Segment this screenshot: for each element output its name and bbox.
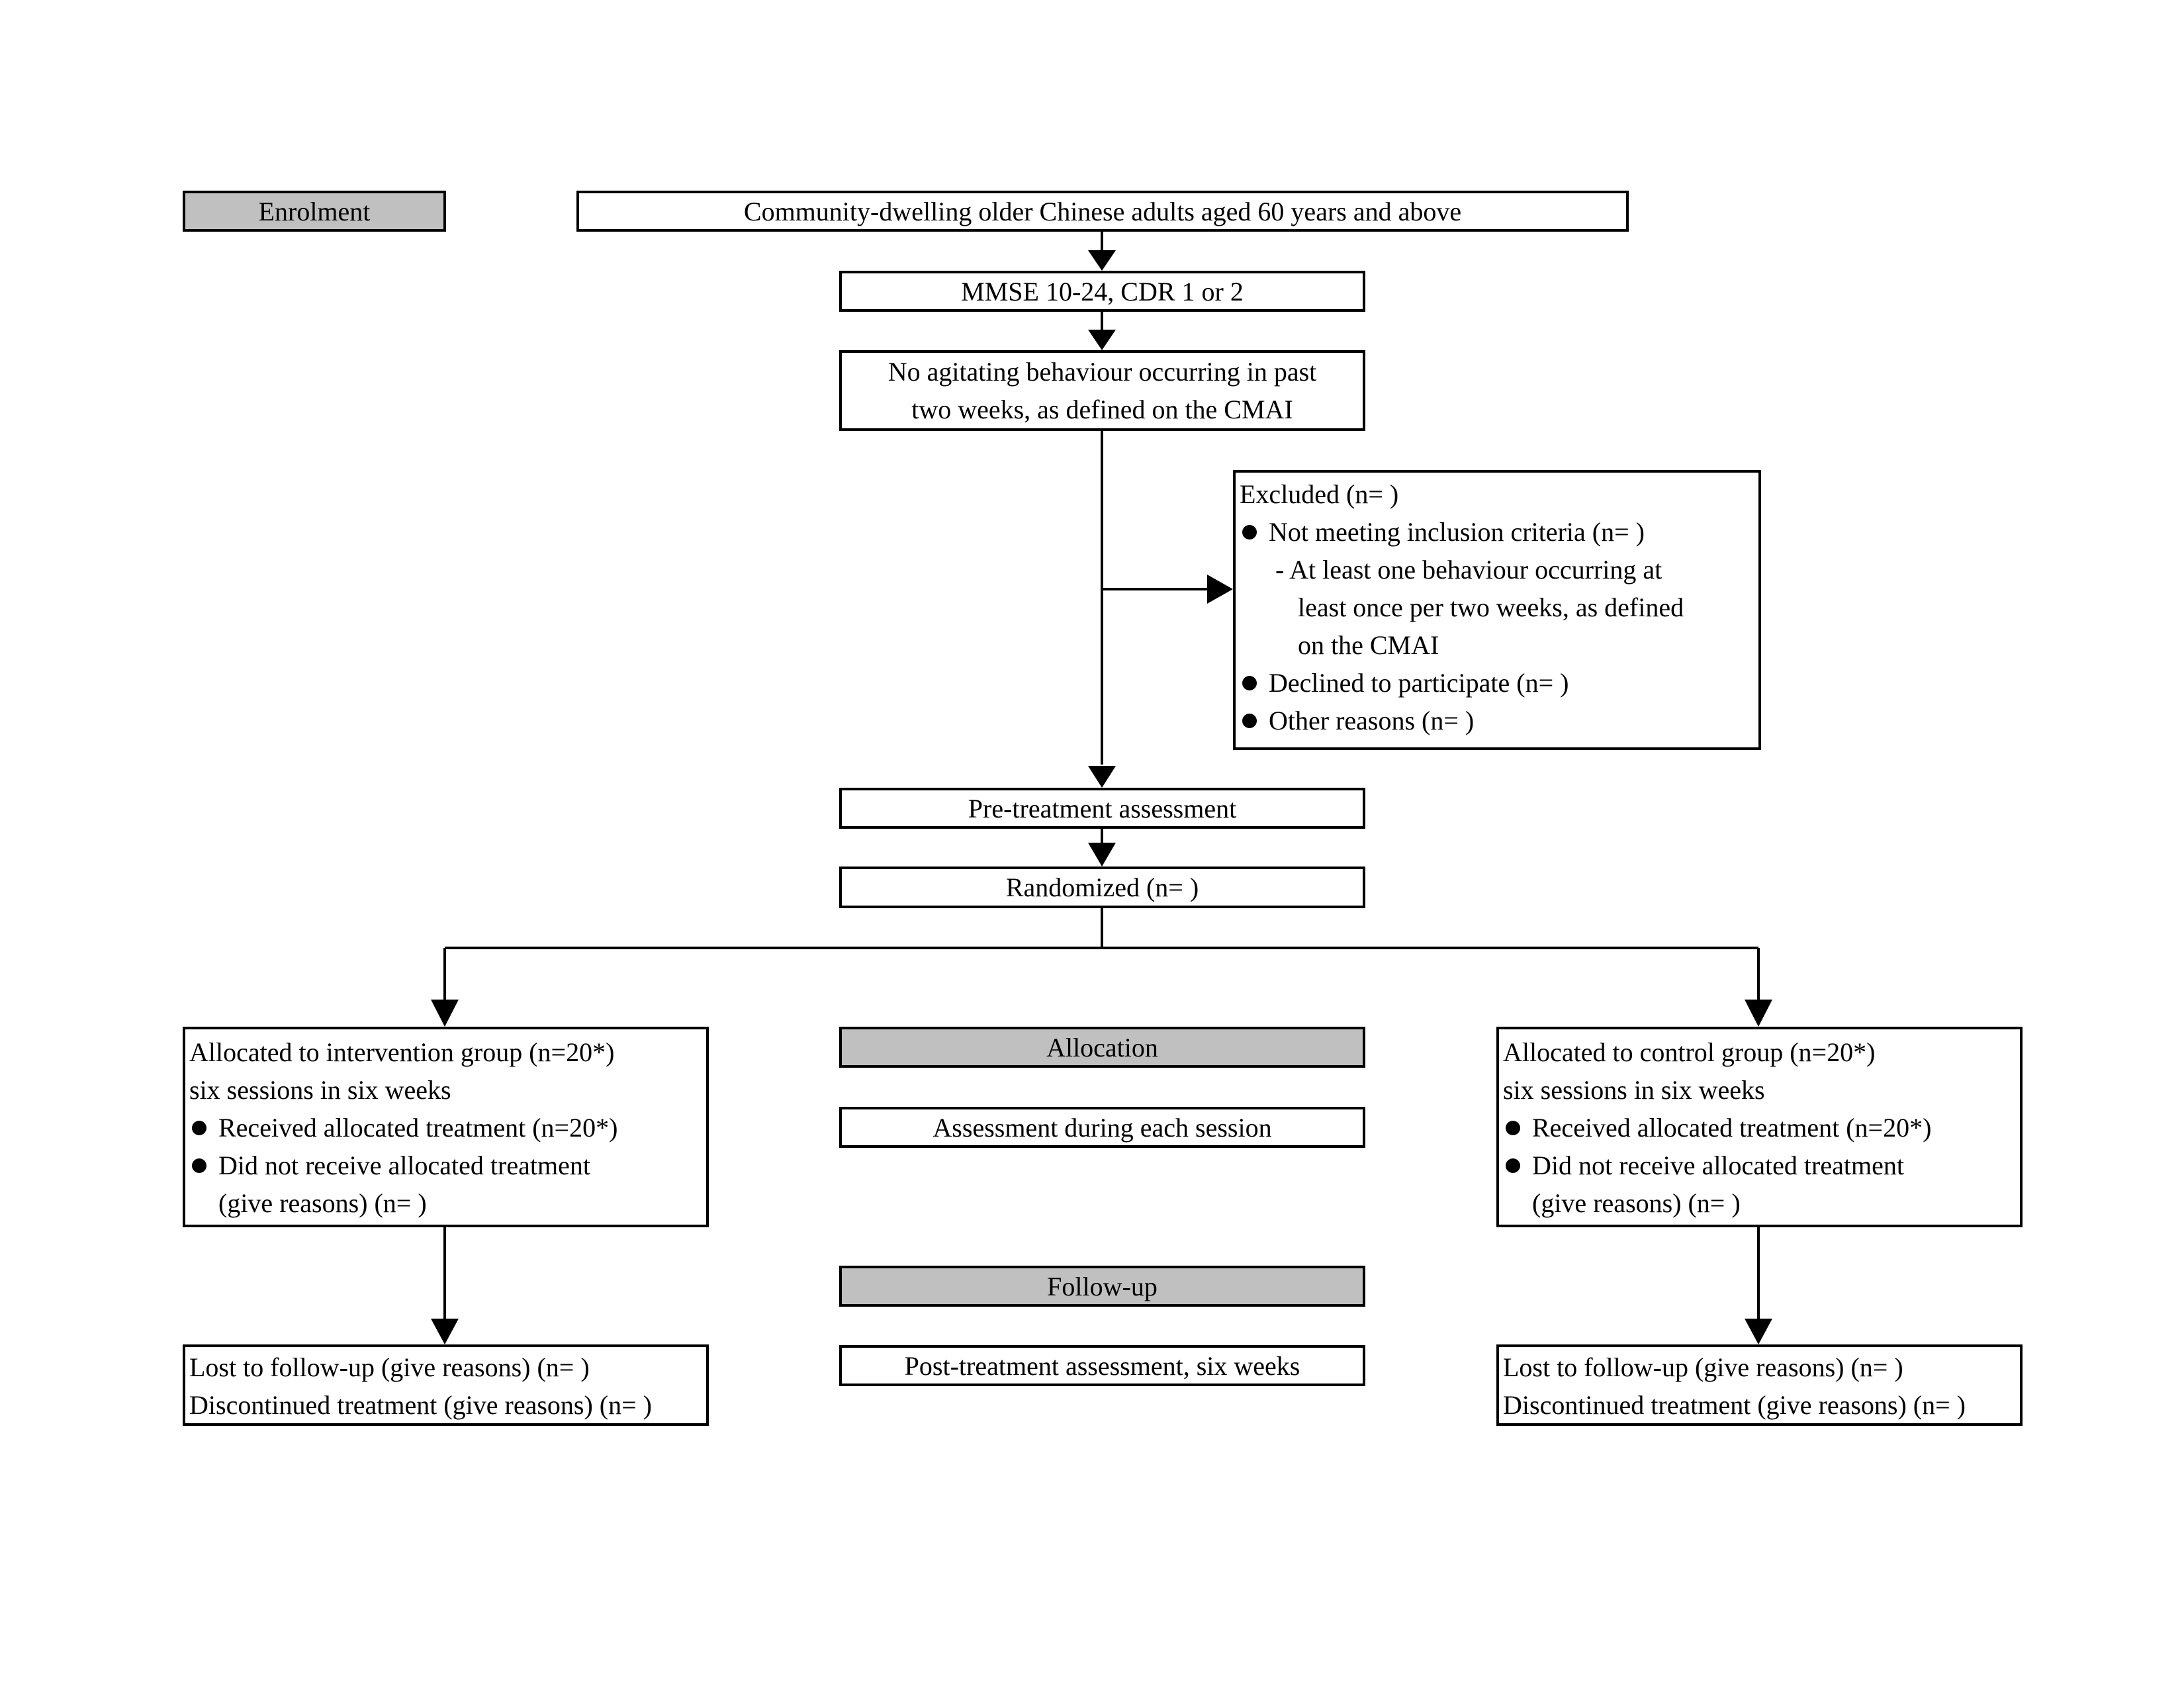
arrowhead — [431, 1319, 459, 1344]
population-text: Community-dwelling older Chinese adults … — [743, 196, 1462, 226]
intervention-received: Received allocated treatment (n=20*) — [189, 1109, 706, 1147]
intervention-sessions: six sessions in six weeks — [189, 1075, 451, 1105]
control-received: Received allocated treatment (n=20*) — [1503, 1109, 2020, 1147]
intervention-follow-up-box: Lost to follow-up (give reasons) (n= ) D… — [183, 1344, 709, 1426]
pre-treatment-box: Pre-treatment assessment — [839, 788, 1365, 829]
behaviour-criteria-line: No agitating behaviour occurring in past — [887, 357, 1317, 387]
control-title: Allocated to control group (n=20*) — [1503, 1037, 1876, 1067]
arrowhead — [1088, 843, 1116, 867]
post-treatment-text: Post-treatment assessment, six weeks — [904, 1350, 1300, 1381]
excluded-declined: Declined to participate (n= ) — [1240, 664, 1758, 702]
randomized-text: Randomized (n= ) — [1005, 872, 1199, 902]
arrowhead — [431, 1000, 459, 1027]
behaviour-criteria-box: No agitating behaviour occurring in past… — [839, 350, 1365, 431]
intervention-lost: Lost to follow-up (give reasons) (n= ) — [189, 1352, 590, 1382]
arrowhead — [1088, 766, 1116, 788]
behaviour-criteria-line: two weeks, as defined on the CMAI — [911, 395, 1293, 424]
excluded-not-meeting: Not meeting inclusion criteria (n= ) — [1240, 513, 1758, 551]
randomized-box: Randomized (n= ) — [839, 867, 1365, 908]
post-treatment-box: Post-treatment assessment, six weeks — [839, 1345, 1365, 1386]
intervention-allocation-box: Allocated to intervention group (n=20*) … — [183, 1027, 709, 1227]
population-box: Community-dwelling older Chinese adults … — [576, 191, 1629, 232]
arrowhead — [1207, 575, 1233, 604]
control-not-received-reasons: (give reasons) (n= ) — [1532, 1188, 1741, 1218]
stage-label-enrolment: Enrolment — [183, 191, 446, 232]
excluded-criterion-line: least once per two weeks, as defined — [1298, 592, 1684, 622]
arrowhead — [1088, 250, 1116, 271]
arrowhead — [1745, 1319, 1772, 1344]
excluded-criterion-line: on the CMAI — [1298, 630, 1439, 660]
arrowhead — [1745, 1000, 1772, 1027]
stage-label-follow-up: Follow-up — [839, 1266, 1365, 1307]
control-allocation-box: Allocated to control group (n=20*) six s… — [1496, 1027, 2023, 1227]
control-lost: Lost to follow-up (give reasons) (n= ) — [1503, 1352, 1903, 1382]
pre-treatment-text: Pre-treatment assessment — [968, 793, 1237, 823]
cognitive-criteria-text: MMSE 10-24, CDR 1 or 2 — [961, 276, 1244, 306]
intervention-not-received: Did not receive allocated treatment — [189, 1147, 706, 1184]
cognitive-criteria-box: MMSE 10-24, CDR 1 or 2 — [839, 271, 1365, 312]
session-assessment-box: Assessment during each session — [839, 1107, 1365, 1148]
intervention-discontinued: Discontinued treatment (give reasons) (n… — [189, 1390, 653, 1420]
intervention-title: Allocated to intervention group (n=20*) — [189, 1037, 615, 1067]
stage-label-text: Enrolment — [258, 196, 371, 226]
excluded-other: Other reasons (n= ) — [1240, 702, 1758, 739]
control-sessions: six sessions in six weeks — [1503, 1075, 1765, 1105]
control-follow-up-box: Lost to follow-up (give reasons) (n= ) D… — [1496, 1344, 2023, 1426]
excluded-title: Excluded (n= ) — [1240, 479, 1399, 509]
stage-label-allocation: Allocation — [839, 1027, 1365, 1068]
excluded-box: Excluded (n= ) Not meeting inclusion cri… — [1233, 470, 1761, 750]
stage-label-text: Allocation — [1046, 1032, 1158, 1062]
excluded-criterion-line: - At least one behaviour occurring at — [1275, 555, 1662, 585]
session-assessment-text: Assessment during each session — [933, 1112, 1272, 1143]
intervention-not-received-reasons: (give reasons) (n= ) — [218, 1188, 427, 1218]
control-not-received: Did not receive allocated treatment — [1503, 1147, 2020, 1184]
stage-label-text: Follow-up — [1047, 1271, 1158, 1301]
arrowhead — [1088, 330, 1116, 350]
control-discontinued: Discontinued treatment (give reasons) (n… — [1503, 1390, 1966, 1420]
